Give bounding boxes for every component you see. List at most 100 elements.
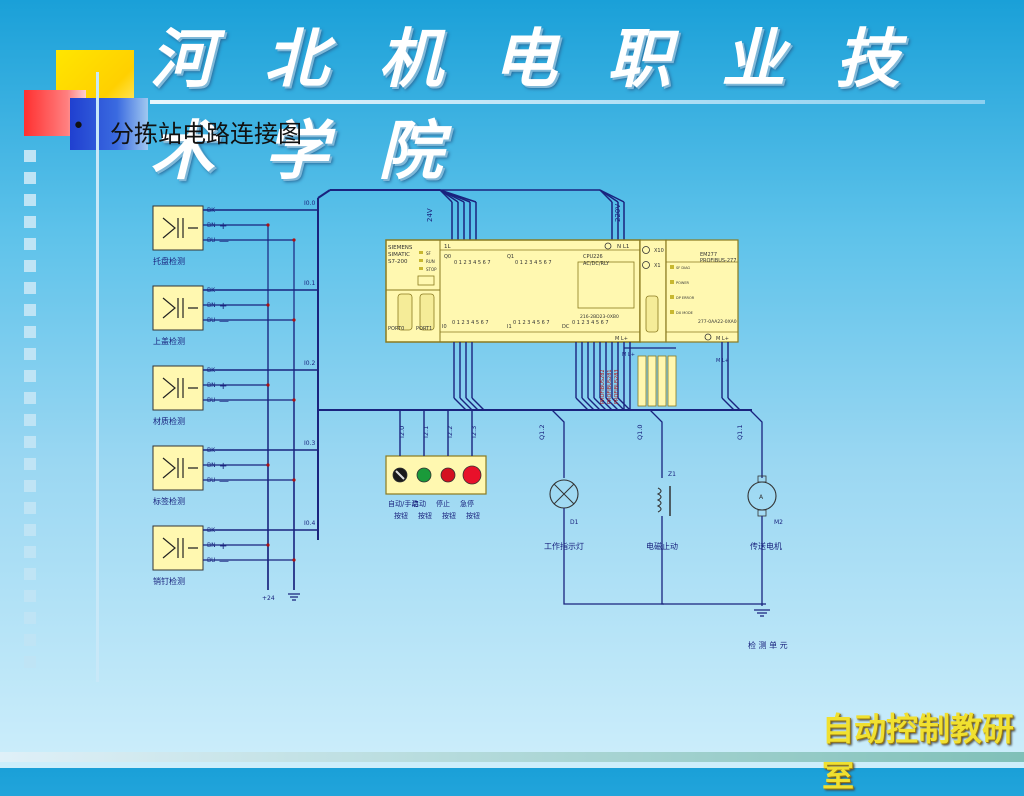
button-sub: 按钮 [418,511,432,520]
button-input-addr: I2.1 [422,426,430,438]
button-sub: 按钮 [442,511,456,520]
plc-i1: I1 [507,324,512,330]
coil-icon [656,487,662,513]
output-label: 电磁止动 [646,541,678,551]
plc-1l: 1L [444,244,451,250]
decor-blue-square [70,98,148,150]
circuit-diagram: BKBNBU+—托盘检测I0.0BKBNBU+—上盖检测I0.1BKBNBU+—… [152,189,788,650]
output-label: 工作指示灯 [544,541,584,551]
ground-icon [288,593,300,601]
plc-stop: STOP [426,267,437,272]
button-input-addr: I2.0 [398,426,406,438]
plc-q1-digits: 0 1 2 3 4 5 6 7 [515,260,552,266]
label-24v: 24V [426,208,434,222]
sensor-icon [162,377,198,399]
decor-vertical-line [96,72,99,682]
plc-run: RUN [426,259,435,264]
ground-icon [754,609,770,617]
em-mlplus: M L+ [716,336,729,342]
junction-dot [292,238,296,242]
plc-bottom-wires [453,342,741,411]
output-addr: Q1.1 [736,425,744,440]
selector-icon [395,470,405,480]
em-m-lplus: M L+ [716,358,729,364]
button-label: 自动/手动 [388,499,418,508]
plc-i0-digits: 0 1 2 3 4 5 6 7 [452,320,489,326]
plc-top-wires [439,189,625,240]
input-bus [317,189,752,540]
bullet-mark: • [72,114,85,139]
profibus-281: PROFIBUS281 [607,369,613,404]
sensor-bu-wire [203,479,295,590]
em-sub: PROFIBUS-277 [700,258,736,264]
minus-sign: — [219,316,229,327]
sensor-label: 销钉检测 [153,576,185,586]
check-unit-label: 检 测 单 元 [748,640,788,650]
button-icon [440,467,456,483]
output-tag: Z1 [668,471,676,478]
output-tag: D1 [570,519,579,526]
output-wire [551,409,565,478]
em-led2: POWER [676,281,690,285]
junction-dot [266,383,270,387]
sensor-label: 材质检测 [153,416,185,426]
sensor-label: 托盘检测 [153,256,185,266]
sensor-bu-wire [203,399,295,590]
button-label: 启动 [412,499,426,508]
junction-dot [292,318,296,322]
plus-sign: + [219,301,227,312]
plc-series: S7-200 [388,259,408,265]
slide-title: 河 北 机 电 职 业 技 术 学 院 [150,22,914,189]
button-icon [416,467,432,483]
output-wire [749,409,763,478]
em277-module: X10 X1 EM277 PROFIBUS-277 SF DIAG POWER … [639,239,739,343]
motor-terminal [757,475,767,483]
em-x1: X1 [654,263,661,269]
plc-i1-digits: 0 1 2 3 4 5 6 7 [513,320,550,326]
em-led1: SF DIAG [676,266,690,270]
plc-cpu: CPU226 [583,254,603,260]
output-addr: Q1.2 [538,425,546,440]
label-220v: 220V [614,204,622,222]
plc-port1: PORT1 [416,326,432,332]
junction-dot [292,398,296,402]
plc-cpu-type: AC/DC/RLY [583,261,610,267]
profibus-282: PROFIBUS282 [600,369,606,404]
em-x10: X10 [654,248,664,254]
footer-label: 自动控制教研室 [822,710,1015,794]
plc-cpu226: SIEMENS SIMATIC S7-200 SF RUN STOP PORT0… [385,239,641,343]
minus-sign: — [219,236,229,247]
plc-sf: SF [426,251,432,256]
sensor-bu-wire [203,559,295,590]
motor-label-a: A [759,494,764,501]
plc-q1: Q1 [507,254,514,260]
lamp-cross [553,483,575,505]
decor-film-strip [24,150,36,678]
plus-sign: + [219,461,227,472]
sensor-label: 上盖检测 [153,336,185,346]
button-input-addr: I2.2 [446,426,454,438]
title-underline [150,100,985,104]
plus-sign: + [219,221,227,232]
sensor-input-addr: I0.0 [304,200,315,207]
plus24-label: +24 [262,595,275,602]
profibus-connectors: M L+ M L+ PROFIBUS282 PROFIBUS281 PROFIB… [600,347,729,407]
button-sub: 按钮 [466,511,480,520]
output-tag: M2 [774,519,783,526]
sensor-bu-wire [203,239,295,590]
sensor-input-addr: I0.1 [304,280,315,287]
sensor-input-addr: I0.4 [304,520,315,527]
em-name: EM277 [700,252,717,258]
output-return-wire [563,508,664,605]
profibus-283: PROFIBUS283 [614,369,620,404]
plus-sign: + [219,541,227,552]
em-led3: DP ERROR [676,296,695,300]
slide-subtitle: 分拣站电路连接图 [110,120,302,148]
sensor-bn-wire [203,544,269,590]
